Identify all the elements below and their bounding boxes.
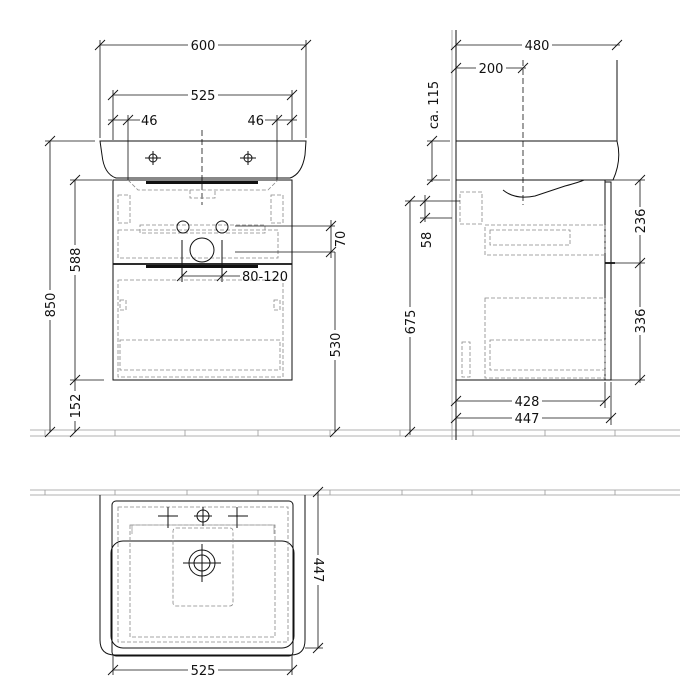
tap-hole-center bbox=[194, 507, 212, 526]
wall-line-side bbox=[451, 30, 457, 440]
dim-530: 530 bbox=[327, 252, 344, 438]
drain-top bbox=[183, 544, 221, 582]
side-view bbox=[455, 60, 620, 381]
dim-480: 480 bbox=[450, 37, 623, 54]
dim-label: 525 bbox=[191, 89, 216, 104]
dim-label: 850 bbox=[44, 293, 59, 318]
dim-label: 675 bbox=[404, 310, 419, 335]
drawer-front-panel bbox=[604, 181, 612, 381]
floor-line-side bbox=[450, 429, 680, 437]
dim-200: 200 bbox=[450, 60, 529, 77]
dim-70: 70 bbox=[235, 220, 349, 258]
dim-label: 530 bbox=[329, 333, 344, 358]
dim-447-side: 447 bbox=[450, 410, 617, 427]
dim-label: 80-120 bbox=[242, 270, 288, 285]
dim-675: 675 bbox=[402, 195, 419, 438]
top-view bbox=[99, 495, 306, 657]
dim-525-top: 525 bbox=[107, 655, 298, 679]
dim-600: 600 bbox=[94, 37, 312, 138]
dim-58: 58 bbox=[405, 195, 460, 248]
basin-front bbox=[99, 140, 307, 179]
dim-label: 525 bbox=[191, 664, 216, 679]
dim-447-top: 447 bbox=[305, 486, 326, 654]
tap-mark-left bbox=[158, 507, 178, 528]
cabinet-side bbox=[455, 179, 606, 381]
dim-label: 336 bbox=[634, 309, 649, 334]
dim-46-right: 46 bbox=[247, 114, 298, 180]
dim-label: 236 bbox=[634, 209, 649, 234]
supply-pipe-right bbox=[215, 220, 229, 234]
dim-80-120: 80-120 bbox=[176, 270, 288, 285]
dim-label: 480 bbox=[525, 39, 550, 54]
tap-mark-right bbox=[228, 507, 248, 528]
dim-label: 152 bbox=[69, 394, 84, 419]
floor-line-front bbox=[30, 429, 450, 437]
dim-label: 46 bbox=[247, 114, 264, 129]
dim-label: 588 bbox=[69, 248, 84, 273]
dim-label: 70 bbox=[334, 231, 349, 248]
dim-ca-115: ca. 115 bbox=[426, 81, 450, 186]
dim-label: 447 bbox=[515, 412, 540, 427]
dim-236-336: 236 336 bbox=[611, 174, 649, 386]
dim-label: 447 bbox=[310, 558, 325, 583]
dim-46-left: 46 bbox=[107, 114, 158, 180]
dim-588: 588 152 bbox=[67, 174, 112, 438]
basin-side bbox=[456, 140, 620, 181]
dim-label: 200 bbox=[479, 62, 504, 77]
basin-bowl bbox=[110, 540, 295, 649]
dim-label: ca. 115 bbox=[427, 81, 442, 129]
dim-label: 58 bbox=[420, 232, 435, 249]
waste-pipe bbox=[189, 237, 215, 263]
tap-hole-left bbox=[145, 151, 161, 165]
dim-850: 850 bbox=[42, 135, 95, 438]
tap-hole-right bbox=[240, 151, 256, 165]
basin-outline-top bbox=[99, 495, 306, 656]
cabinet-front bbox=[112, 179, 293, 381]
supply-pipe-left bbox=[176, 220, 190, 234]
wall-line-top bbox=[30, 489, 680, 496]
dim-525-front: 525 bbox=[107, 87, 298, 140]
dim-label: 428 bbox=[515, 395, 540, 410]
front-view bbox=[99, 130, 307, 381]
dim-label: 46 bbox=[141, 114, 158, 129]
dim-label: 600 bbox=[191, 39, 216, 54]
